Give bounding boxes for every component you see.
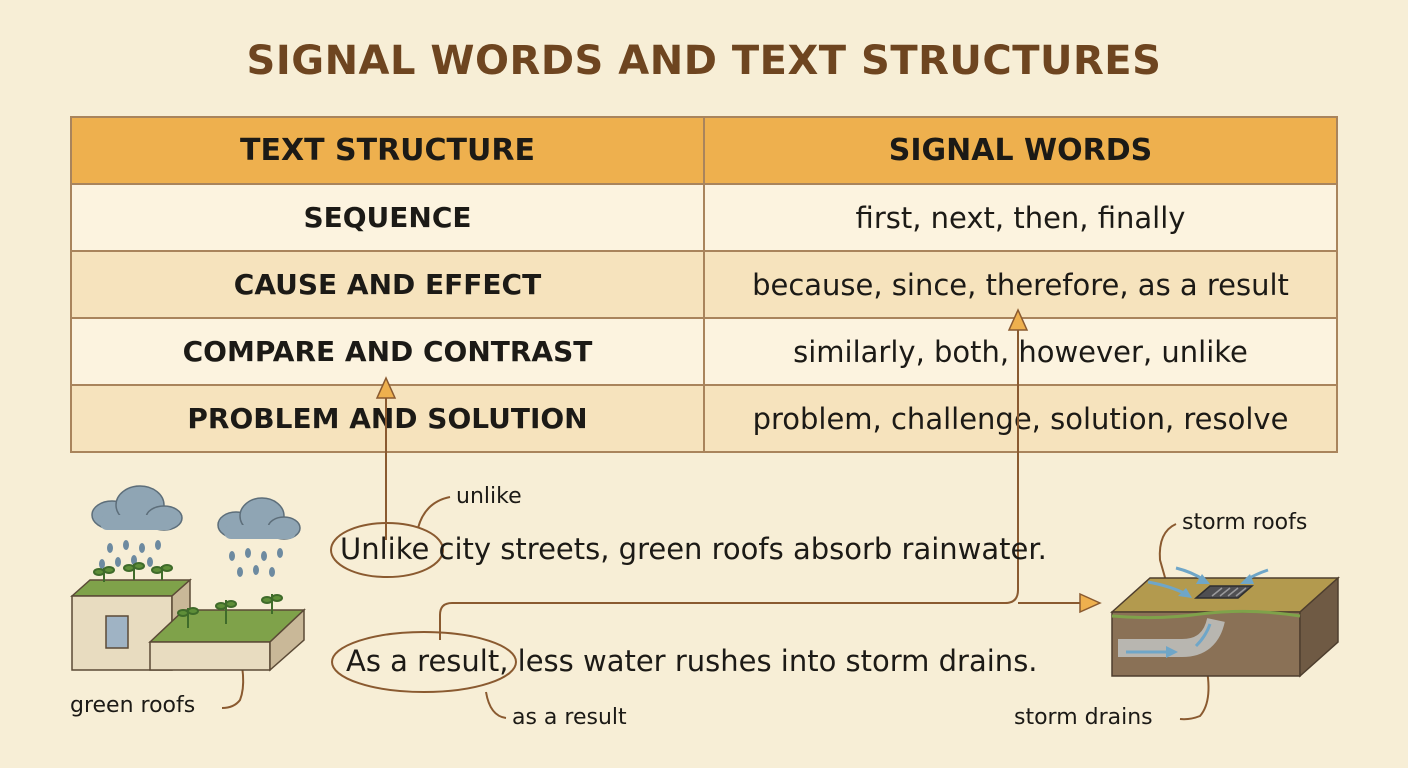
- plant-icon: [93, 562, 283, 628]
- storm-drain-illustration: [1110, 566, 1340, 678]
- table-row: PROBLEM AND SOLUTION problem, challenge,…: [70, 384, 1338, 453]
- flow-arrow-icon: [1166, 646, 1178, 658]
- table-row: COMPARE AND CONTRAST similarly, both, ho…: [70, 317, 1338, 386]
- table-row: SEQUENCE first, next, then, finally: [70, 183, 1338, 252]
- row-words-cause-effect: because, since, therefore, as a result: [703, 250, 1338, 319]
- callout-storm-roofs: storm roofs: [1182, 510, 1308, 535]
- table-header-row: TEXT STRUCTURE SIGNAL WORDS: [70, 116, 1338, 185]
- signal-word-as-a-result: As a result,: [346, 644, 509, 678]
- leader-storm-roofs: [1158, 523, 1177, 589]
- row-words-sequence: first, next, then, finally: [703, 183, 1338, 252]
- table-row: CAUSE AND EFFECT because, since, therefo…: [70, 250, 1338, 319]
- callout-unlike: unlike: [456, 484, 522, 509]
- sentence-1-rest: city streets, green roofs absorb rainwat…: [429, 532, 1047, 566]
- flow-arrow-icon: [1240, 574, 1254, 584]
- callout-as-a-result: as a result: [512, 705, 627, 730]
- header-signal-words: SIGNAL WORDS: [703, 116, 1338, 185]
- green-roof-building-illustration: [70, 485, 306, 672]
- arrowhead-right-icon: [1079, 592, 1102, 614]
- window-icon: [105, 615, 129, 649]
- header-text-structure: TEXT STRUCTURE: [70, 116, 705, 185]
- callout-green-roofs: green roofs: [70, 693, 196, 718]
- row-words-compare-contrast: similarly, both, however, unlike: [703, 317, 1338, 386]
- sentence-2-rest: less water rushes into storm drains.: [508, 644, 1038, 678]
- leader-as-a-result: [485, 691, 507, 719]
- rain-drops-icon: [99, 540, 161, 569]
- row-words-problem-solution: problem, challenge, solution, resolve: [703, 384, 1338, 453]
- leader-green-roofs: [221, 639, 245, 709]
- cloud-icon: [217, 497, 301, 540]
- rain-drops-icon: [229, 548, 283, 577]
- example-sentence-2: As a result, less water rushes into stor…: [346, 644, 1038, 678]
- leader-unlike: [417, 496, 451, 529]
- signal-words-table: TEXT STRUCTURE SIGNAL WORDS SEQUENCE fir…: [70, 116, 1338, 453]
- flow-arrow-icon: [1178, 588, 1192, 598]
- row-structure-compare-contrast: COMPARE AND CONTRAST: [70, 317, 705, 386]
- flow-arrow-icon: [1196, 574, 1210, 584]
- leader-storm-drains: [1179, 659, 1210, 721]
- callout-storm-drains: storm drains: [1014, 705, 1153, 730]
- row-structure-problem-solution: PROBLEM AND SOLUTION: [70, 384, 705, 453]
- row-structure-sequence: SEQUENCE: [70, 183, 705, 252]
- page-title: SIGNAL WORDS AND TEXT STRUCTURES: [246, 38, 1162, 84]
- drain-grate-icon: [1193, 585, 1255, 599]
- cloud-icon: [91, 485, 183, 531]
- signal-word-unlike: Unlike: [340, 532, 430, 566]
- row-structure-cause-effect: CAUSE AND EFFECT: [70, 250, 705, 319]
- example-sentence-1: Unlike city streets, green roofs absorb …: [340, 532, 1047, 566]
